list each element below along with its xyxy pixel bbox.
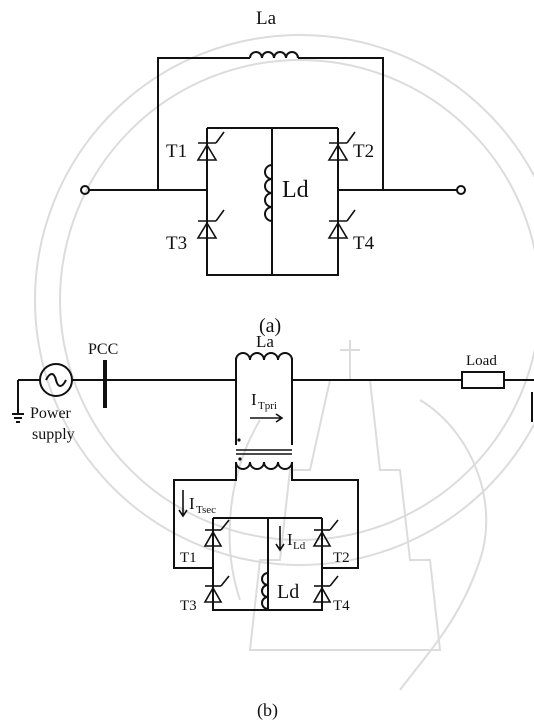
label-t2-a: T2 [353,141,374,162]
label-pcc: PCC [88,341,118,358]
label-t1-b: T1 [180,550,197,566]
label-ld-b: Ld [277,581,299,603]
thyristor-icon [312,575,339,603]
label-la-a: La [256,8,277,29]
label-i-tpri: I [251,390,257,409]
label-i-ld: I [287,530,293,549]
caption-a: (a) [259,315,281,337]
thyristor-icon [196,131,225,161]
thyristor-icon [327,131,356,161]
thyristor-icon [203,575,230,603]
label-t4-b: T4 [333,598,350,614]
diagram-a: La T1 T2 T3 T4 Ld (a) [80,8,466,337]
label-ld-a: Ld [282,177,309,203]
ac-source-icon [39,363,73,397]
label-la-b: La [256,332,274,351]
thyristor-icon [196,209,225,239]
label-load: Load [466,353,497,369]
terminal-icon [456,185,466,195]
label-i-tsec-sub: Tsec [196,504,216,516]
diagram-b: PCC La Load Power supply I Tpri I Tsec I… [12,332,534,721]
label-i-tsec: I [189,494,195,513]
label-i-tpri-sub: Tpri [258,400,277,412]
label-power: Power [30,405,72,422]
terminal-icon [80,185,90,195]
thyristor-icon [327,209,356,239]
caption-b: (b) [257,700,278,721]
load-box [461,371,505,389]
inductor-icon [261,572,269,610]
label-t1-a: T1 [166,141,187,162]
watermark-seal [34,34,534,691]
label-supply: supply [32,426,75,443]
label-t3-a: T3 [166,233,187,254]
label-t4-a: T4 [353,233,375,254]
inductor-icon [249,51,299,59]
label-t2-b: T2 [333,550,350,566]
thyristor-icon [312,519,339,547]
label-t3-b: T3 [180,598,197,614]
transformer-icon [235,352,293,361]
thyristor-icon [203,519,230,547]
label-i-ld-sub: Ld [293,540,306,552]
inductor-icon [264,164,273,222]
